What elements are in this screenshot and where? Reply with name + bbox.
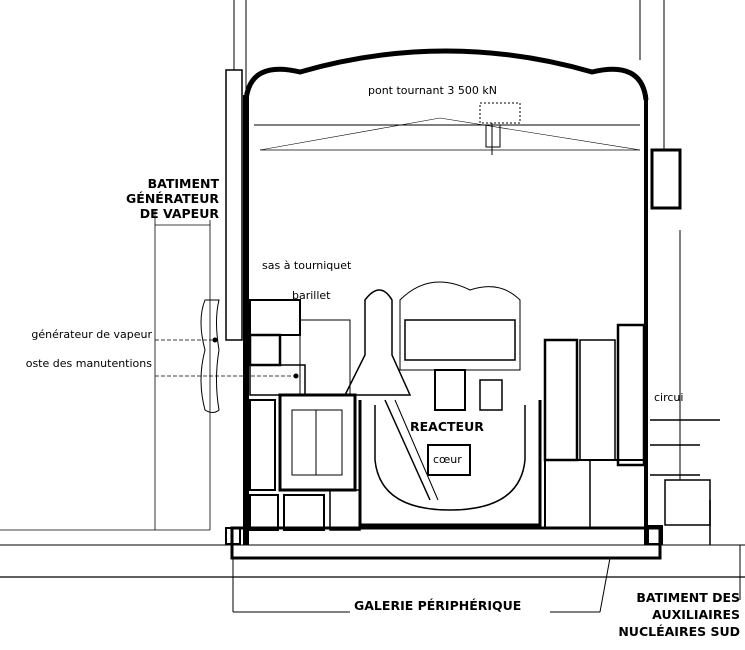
containment — [243, 0, 682, 545]
label-aux-building-2: AUXILIAIRES — [652, 607, 740, 622]
label-gallery: GALERIE PÉRIPHÉRIQUE — [354, 598, 521, 613]
label-steam-generator: générateur de vapeur — [31, 328, 152, 341]
label-aux-building-3: NUCLÉAIRES SUD — [618, 624, 740, 639]
label-sg-building-2: GÉNÉRATEUR — [126, 191, 219, 206]
label-circuit: circui — [654, 391, 683, 404]
label-reactor: REACTEUR — [410, 419, 484, 434]
label-barrel: barillet — [292, 289, 331, 302]
label-handling-station: oste des manutentions — [26, 357, 153, 370]
label-sg-building-1: BATIMENT — [148, 176, 220, 191]
label-crane: pont tournant 3 500 kN — [368, 84, 497, 97]
base-slab — [225, 525, 663, 560]
ground-lines — [0, 210, 745, 578]
polar-crane — [479, 102, 521, 155]
internal-structures — [248, 230, 720, 545]
label-airlock: sas à tourniquet — [262, 259, 352, 272]
label-core: cœur — [433, 453, 462, 466]
label-aux-building-1: BATIMENT DES — [636, 590, 740, 605]
label-sg-building-3: DE VAPEUR — [140, 206, 220, 221]
leader-lines — [155, 339, 741, 613]
